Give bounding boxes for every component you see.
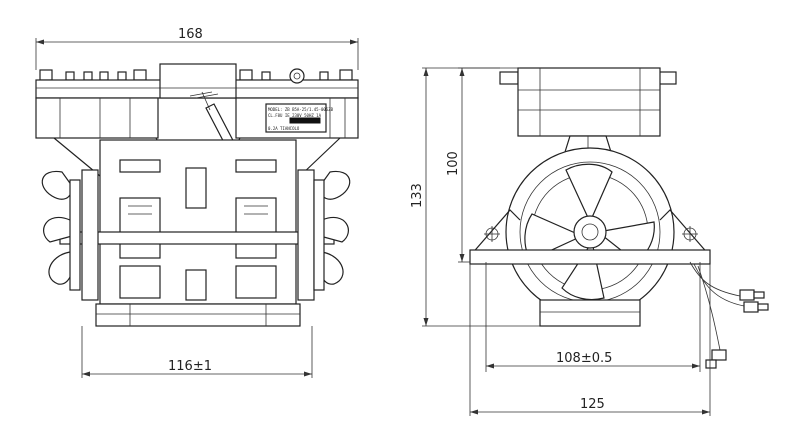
side-cylinder-head (517, 67, 661, 137)
dim-label-108: 108±0.5 (556, 351, 612, 366)
dimension-125: 125 (469, 264, 711, 416)
right-cooling-fan (313, 170, 351, 291)
nameplate: MODEL: ZB B5A-25/1.45-006ZB CL.F8U IE 23… (265, 103, 334, 133)
dim-label-125: 125 (580, 397, 605, 412)
dimension-100: 100 (446, 67, 500, 263)
nameplate-line-3: 0.2A TIANCOLO (268, 126, 300, 131)
dimension-133: 133 (410, 67, 540, 327)
base-foot (95, 303, 301, 327)
top-cooling-fins (39, 69, 353, 81)
left-cooling-fan (41, 170, 81, 291)
dim-label-116: 116±1 (168, 359, 212, 374)
dim-label-100: 100 (446, 151, 461, 176)
center-top-block (159, 63, 237, 99)
nameplate-line-1: MODEL: ZB B5A-25/1.45-006ZB (268, 107, 334, 112)
terminal-nut (289, 68, 305, 84)
nameplate-line-2: CL.F8U IE 230V 50HZ 1A (268, 113, 322, 118)
power-cables (689, 261, 769, 369)
left-cylinder-head (35, 97, 159, 139)
side-base-plate (469, 249, 711, 265)
side-view (469, 67, 769, 369)
motor-shaft (59, 231, 335, 245)
dimension-116: 116±1 (81, 326, 313, 378)
front-view: MODEL: ZB B5A-25/1.45-006ZB CL.F8U IE 23… (35, 63, 359, 327)
dimension-108: 108±0.5 (485, 262, 701, 372)
dim-label-133: 133 (410, 183, 425, 208)
dimension-168: 168 (35, 27, 359, 70)
dim-label-168: 168 (178, 27, 203, 42)
